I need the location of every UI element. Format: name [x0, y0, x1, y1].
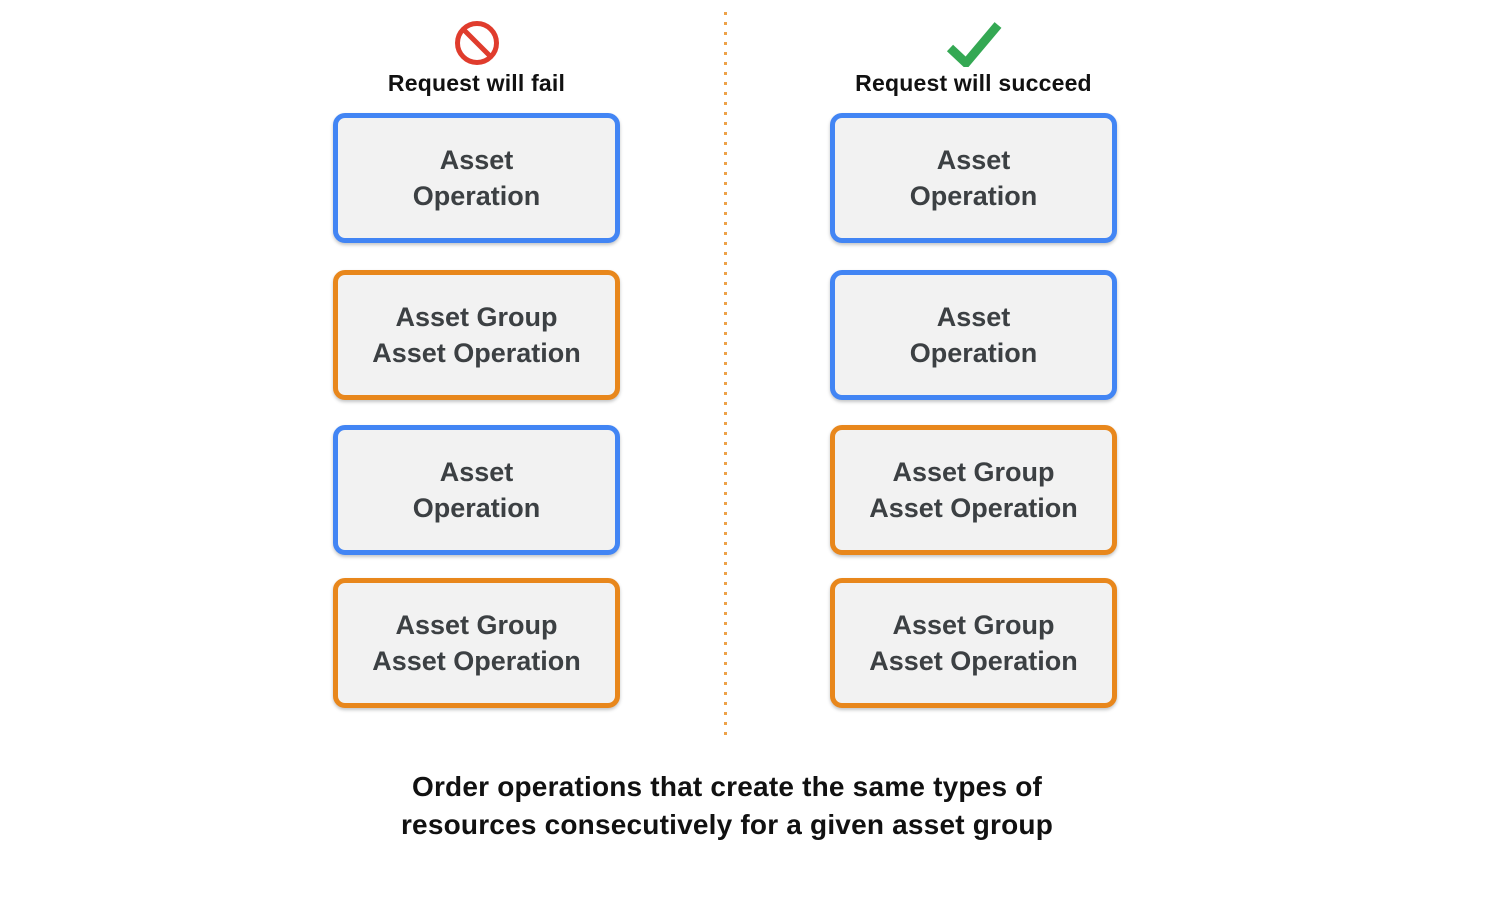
asset-group-asset-operation-box: Asset Group Asset Operation	[830, 425, 1117, 555]
asset-group-asset-operation-box: Asset Group Asset Operation	[830, 578, 1117, 708]
fail-column: Request will fail Asset Operation Asset …	[333, 0, 620, 745]
asset-group-asset-operation-box: Asset Group Asset Operation	[333, 578, 620, 708]
asset-operation-box: Asset Operation	[830, 113, 1117, 243]
succeed-heading: Request will succeed	[855, 70, 1092, 96]
caption: Order operations that create the same ty…	[400, 771, 1054, 840]
fail-heading: Request will fail	[387, 70, 566, 96]
succeed-column: Request will succeed Asset Operation Ass…	[830, 0, 1117, 745]
asset-operation-box: Asset Operation	[333, 425, 620, 555]
asset-group-asset-operation-box: Asset Group Asset Operation	[333, 270, 620, 400]
checkmark-icon	[945, 21, 1003, 72]
prohibition-icon	[454, 20, 500, 71]
dotted-divider	[724, 12, 727, 739]
asset-operation-box: Asset Operation	[333, 113, 620, 243]
asset-operation-box: Asset Operation	[830, 270, 1117, 400]
